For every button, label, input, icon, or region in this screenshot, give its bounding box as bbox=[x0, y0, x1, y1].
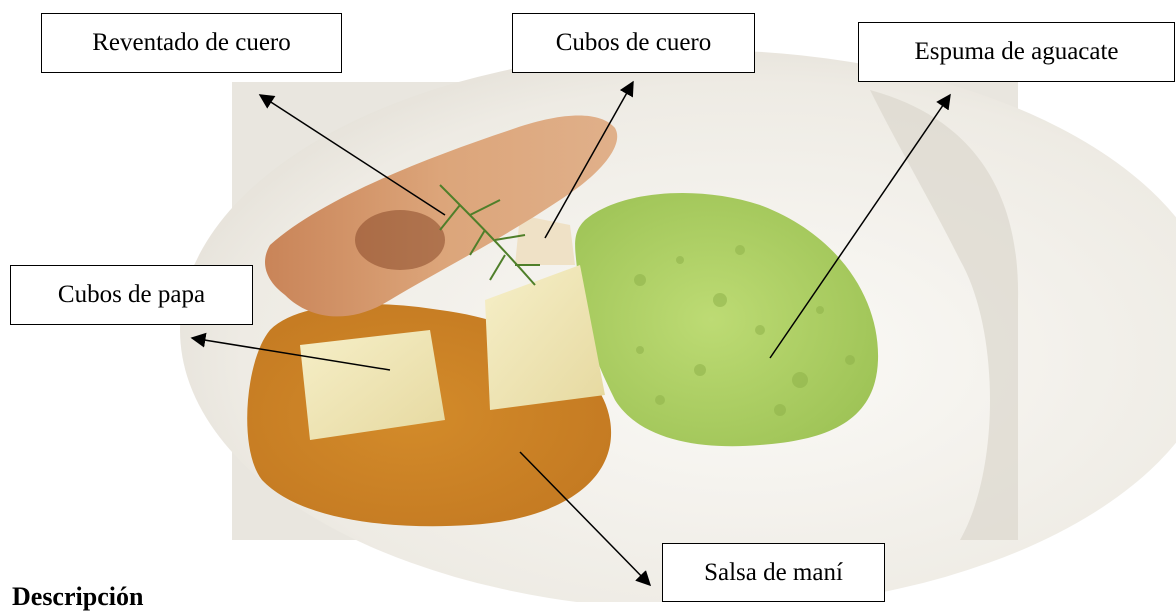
arrow-espuma bbox=[769, 93, 951, 359]
arrow-cubos-cuero bbox=[544, 80, 634, 239]
label-reventado-de-cuero: Reventado de cuero bbox=[41, 13, 342, 73]
plate-rim-shadow bbox=[870, 90, 1019, 540]
label-cubos-de-cuero: Cubos de cuero bbox=[512, 13, 755, 73]
arrow-salsa bbox=[519, 451, 652, 587]
label-espuma-de-aguacate: Espuma de aguacate bbox=[858, 22, 1175, 82]
arrow-cubos-papa bbox=[190, 332, 391, 371]
potato-cube-left bbox=[300, 330, 445, 440]
crackling bbox=[265, 115, 618, 317]
dill-sprig bbox=[439, 184, 540, 286]
label-cubos-de-papa: Cubos de papa bbox=[10, 265, 253, 325]
arrow-reventado bbox=[258, 94, 446, 216]
label-salsa-de-mani: Salsa de maní bbox=[662, 543, 885, 602]
leather-cube bbox=[515, 215, 575, 265]
crackling-dark-spot bbox=[355, 210, 445, 270]
potato-cube-right bbox=[485, 265, 605, 410]
section-heading: Descripción bbox=[12, 582, 144, 611]
foam-bubbles bbox=[634, 245, 855, 416]
